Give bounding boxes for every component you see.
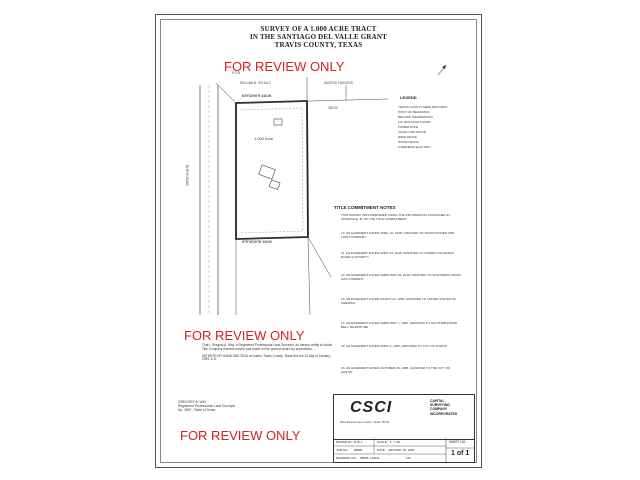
company-block: CSCI 9211 Pearce Lane, Austin, Texas 787… xyxy=(333,394,475,440)
sheet-number: 1 of 1 xyxy=(451,450,470,457)
pob-label: P.O.B. xyxy=(232,71,241,75)
scale-label: SCALE: xyxy=(377,440,388,444)
legend-item: WOOD FENCE xyxy=(398,140,419,144)
plat-drawing xyxy=(199,64,447,316)
fence-line xyxy=(239,107,304,234)
certification-text: That I, Gregory A. Way, a Registered Pro… xyxy=(202,343,333,351)
job-value: 98565 xyxy=(354,448,363,452)
drawn-by-value: R.W.J. xyxy=(354,440,363,444)
commitment-note: 14. AN EASEMENT DATED FEBRUARY 7, 1963, … xyxy=(341,321,458,329)
legend-item: CHAIN LINK FENCE xyxy=(398,130,426,134)
company-address: 9211 Pearce Lane, Austin, Texas 78741 xyxy=(340,420,390,424)
review-watermark-middle: FOR REVIEW ONLY xyxy=(184,328,305,343)
review-watermark-top: FOR REVIEW ONLY xyxy=(224,59,345,74)
legend-title: LEGEND xyxy=(400,95,417,100)
east-line xyxy=(307,236,311,316)
north-arrow-head-icon xyxy=(442,65,446,69)
company-name: CAPITAL SURVEYING COMPANY INCORPORATED xyxy=(430,399,457,416)
company-logo: CSCI xyxy=(350,399,393,416)
surveyor-signature-block: GREGORY A. WAY Registered Professional L… xyxy=(178,400,235,412)
drawing-label: DRAWING NO.: xyxy=(336,456,358,460)
date-value: JANUARY 25, 1999 xyxy=(388,448,415,452)
surveyor-number: No. 4567 - State of Texas xyxy=(178,408,216,412)
tract-boundary xyxy=(235,100,309,240)
commitment-note: 13. AN EASEMENT DATED MARCH 24, 1955, GR… xyxy=(341,297,457,305)
company-name-line: COMPANY xyxy=(430,407,448,412)
sheet-label: SHEET NO. xyxy=(449,440,467,444)
legend: TRAVIS COUNTY DEED RECORDS POINT OF BEGI… xyxy=(394,105,474,161)
legend-item: TRAVIS COUNTY DEED RECORDS xyxy=(398,105,448,109)
surveyor-name: GREGORY A. WAY xyxy=(178,400,207,404)
commitment-note: 10. AN EASEMENT DATED APRIL 18, 1938, GR… xyxy=(341,231,455,239)
review-watermark-bottom: FOR REVIEW ONLY xyxy=(180,428,301,443)
north-line xyxy=(235,98,389,104)
company-name-line: SURVEYING xyxy=(430,403,450,408)
sheet-border xyxy=(160,19,477,463)
fb-label: F.B. xyxy=(406,456,412,460)
adjoiner-north-left: WILLIAM B. SCHULZ xyxy=(240,81,271,85)
tie-line xyxy=(307,236,332,278)
title-line-1: SURVEY OF A 1.000 ACRE TRACT xyxy=(260,25,377,33)
building-1 xyxy=(258,164,276,180)
company-name-line: INCORPORATED xyxy=(430,411,458,416)
title-block-grid xyxy=(334,438,474,462)
north-bearing: N79°42'00"E 140.00 xyxy=(242,94,272,98)
adjoiner-north-right: SANTOS FUENTES xyxy=(324,81,353,85)
building-2 xyxy=(268,179,281,190)
surveyor-license: Registered Professional Land Surveyor xyxy=(178,404,236,408)
date-label: DATE: xyxy=(377,448,386,452)
drawing-value: 98565-1.DWG xyxy=(360,456,380,460)
road-label: ELROY ROAD xyxy=(185,165,189,186)
legend-item: OVERHEAD ELECTRIC xyxy=(398,145,431,149)
south-line xyxy=(235,236,309,240)
legend-item: WIRE FENCE xyxy=(398,135,417,139)
scale-value: 1" = 40' xyxy=(390,440,401,444)
south-bearing: S79°42'00"W 140.00 xyxy=(242,240,272,244)
commitment-note: 12. AN EASEMENT DATED FEBRUARY 19, 1948,… xyxy=(341,273,461,281)
commitment-note: 16. AN EASEMENT DATED OCTOBER 28, 1986, … xyxy=(341,366,451,374)
job-label: JOB NO.: xyxy=(336,448,349,452)
title-line-2: IN THE SANTIAGO DEL VALLE GRANT xyxy=(249,33,388,41)
legend-item: POWER POLE xyxy=(398,125,419,129)
tract-area: 1.000 Acre xyxy=(254,136,274,141)
east-distance: 350.00 xyxy=(328,106,338,110)
legend-item: POINT OF BEGINNING xyxy=(398,110,430,114)
legend-item: RECORD INFORMATION xyxy=(398,115,433,119)
building-3 xyxy=(273,118,283,126)
commitment-note: 15. AN EASEMENT DATED APRIL 2, 1965, GRA… xyxy=(341,344,447,348)
title-block: DRAWN BY: R.W.J. SCALE: 1" = 40' JOB NO.… xyxy=(333,438,475,463)
witness-text: WITNESS MY HAND AND SEAL at Austin, Trav… xyxy=(202,353,331,362)
surveyor-statement: That I, Gregory A. Way, a Registered Pro… xyxy=(202,343,334,362)
drawn-by-label: DRAWN BY: xyxy=(336,440,353,444)
pob-leader xyxy=(215,82,237,104)
survey-sheet: SURVEY OF A 1.000 ACRE TRACT IN THE SANT… xyxy=(155,14,482,468)
title-line-3: TRAVIS COUNTY, TEXAS xyxy=(274,41,363,49)
survey-title: SURVEY OF A 1.000 ACRE TRACT IN THE SANT… xyxy=(156,25,481,49)
company-name-line: CAPITAL xyxy=(430,399,445,403)
legend-item: 1/2" IRON ROD FOUND xyxy=(398,120,431,124)
commitment-note: THIS SURVEY WAS PREPARED USING THE INFOR… xyxy=(341,213,450,221)
commitment-note: 11. AN EASEMENT DATED APRIL 24, 1945, GR… xyxy=(341,251,455,259)
title-commitment-heading: TITLE COMMITMENT NOTES xyxy=(334,205,396,210)
